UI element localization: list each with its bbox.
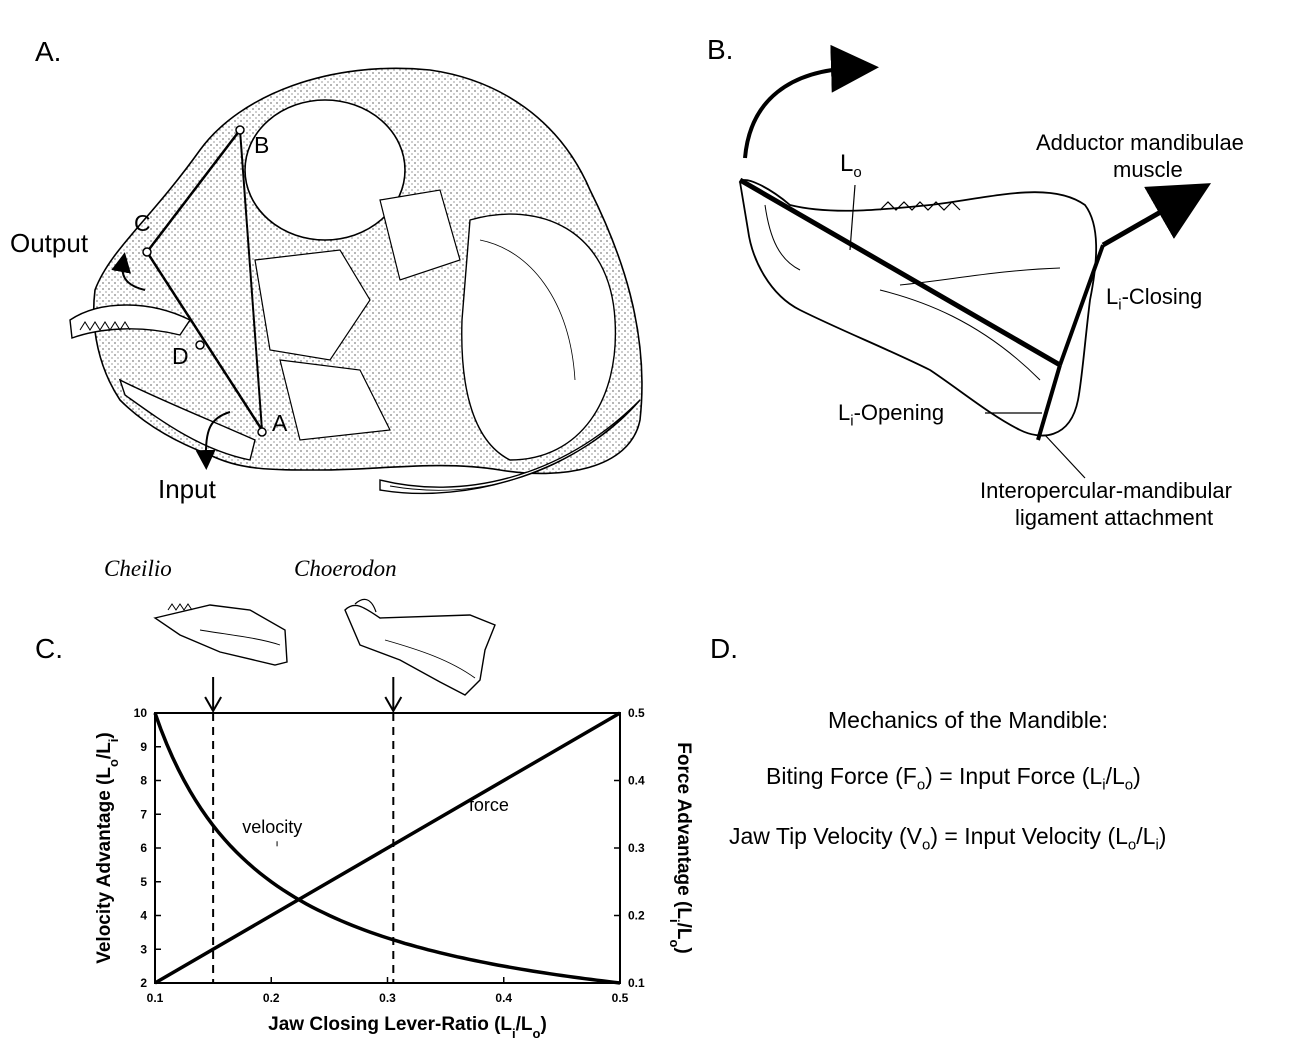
y2-tick-label: 0.3 xyxy=(628,841,645,855)
x-tick-label: 0.5 xyxy=(612,991,629,1005)
chart-marks-group: velocity force xyxy=(155,677,620,983)
eq2-left: Jaw Tip Velocity (V xyxy=(729,823,922,849)
equation-biting-force: Biting Force (Fo) = Input Force (Li/Lo) xyxy=(766,763,1141,794)
series-line-force xyxy=(155,713,620,983)
y-tick-label: 4 xyxy=(140,909,147,923)
x-tick-label: 0.3 xyxy=(379,991,396,1005)
y-axis-label: Velocity Advantage (Lo/Li) xyxy=(94,732,121,964)
series-label-velocity: velocity xyxy=(242,817,302,837)
eq1-end: ) xyxy=(1133,763,1141,789)
y-tick-label: 10 xyxy=(134,706,148,720)
eq2-sub-o: o xyxy=(1128,837,1136,854)
y-tick-label: 8 xyxy=(140,774,147,788)
eq2-slash: /L xyxy=(1136,823,1155,849)
label-li-opening-suffix: -Opening xyxy=(854,400,945,425)
label-muscle-line1: Adductor mandibulae xyxy=(1036,130,1244,156)
x-tick-label: 0.2 xyxy=(263,991,280,1005)
muscle-force-arrow xyxy=(1103,198,1185,245)
label-lo: Lo xyxy=(840,150,862,181)
y2-tick-label: 0.1 xyxy=(628,976,645,990)
eq1-mid: ) = Input Force (L xyxy=(925,763,1102,789)
y-tick-label: 7 xyxy=(140,807,147,821)
y-tick-label: 5 xyxy=(140,875,147,889)
species-label-choerodon: Choerodon xyxy=(294,556,397,582)
label-ligament-line2: ligament attachment xyxy=(1015,505,1213,531)
equation-jaw-velocity: Jaw Tip Velocity (V o) = Input Velocity (… xyxy=(729,823,1166,854)
eq1-sub-o: o xyxy=(1125,777,1133,794)
label-li-opening: Li-Opening xyxy=(838,400,944,429)
label-lo-main: L xyxy=(840,150,853,177)
y2-axis-label: Force Advantage (Li/Lo) xyxy=(668,742,695,953)
y-tick-label: 2 xyxy=(140,976,147,990)
y-tick-label: 9 xyxy=(140,740,147,754)
eq1-left-sub: o xyxy=(917,777,925,794)
y-tick-label: 6 xyxy=(140,841,147,855)
x-axis-label: Jaw Closing Lever-Ratio (Li/Lo) xyxy=(268,1014,547,1041)
label-lo-sub: o xyxy=(853,164,861,181)
mechanics-title: Mechanics of the Mandible: xyxy=(828,707,1108,734)
panel-b-mandible-drawing xyxy=(0,0,1295,540)
y2-tick-label: 0.4 xyxy=(628,774,645,788)
series-label-force: force xyxy=(469,795,509,815)
eq1-slash: /L xyxy=(1106,763,1125,789)
x-tick-label: 0.4 xyxy=(495,991,512,1005)
y-tick-label: 3 xyxy=(140,942,147,956)
label-li-closing: Li-Closing xyxy=(1106,284,1202,313)
species-label-cheilio: Cheilio xyxy=(104,556,172,582)
lever-ratio-chart: 0.1 0.2 0.3 0.4 0.5 2 3 4 5 6 7 8 9 10 0.1 0.2 0.3 0.4 0.5… xyxy=(0,585,720,1045)
label-li-closing-suffix: -Closing xyxy=(1122,284,1203,309)
eq2-end: ) xyxy=(1159,823,1167,849)
y2-tick-label: 0.2 xyxy=(628,909,645,923)
eq2-mid: ) = Input Velocity (L xyxy=(930,823,1128,849)
rotation-arrow xyxy=(745,68,855,158)
mandible-outline xyxy=(740,180,1096,435)
label-ligament-line1: Interopercular-mandibular xyxy=(980,478,1232,504)
x-tick-label: 0.1 xyxy=(147,991,164,1005)
eq1-left: Biting Force (F xyxy=(766,763,917,789)
y2-tick-label: 0.5 xyxy=(628,706,645,720)
label-li-opening-main: L xyxy=(838,400,850,425)
label-muscle-line2: muscle xyxy=(1113,157,1183,183)
label-li-closing-main: L xyxy=(1106,284,1118,309)
